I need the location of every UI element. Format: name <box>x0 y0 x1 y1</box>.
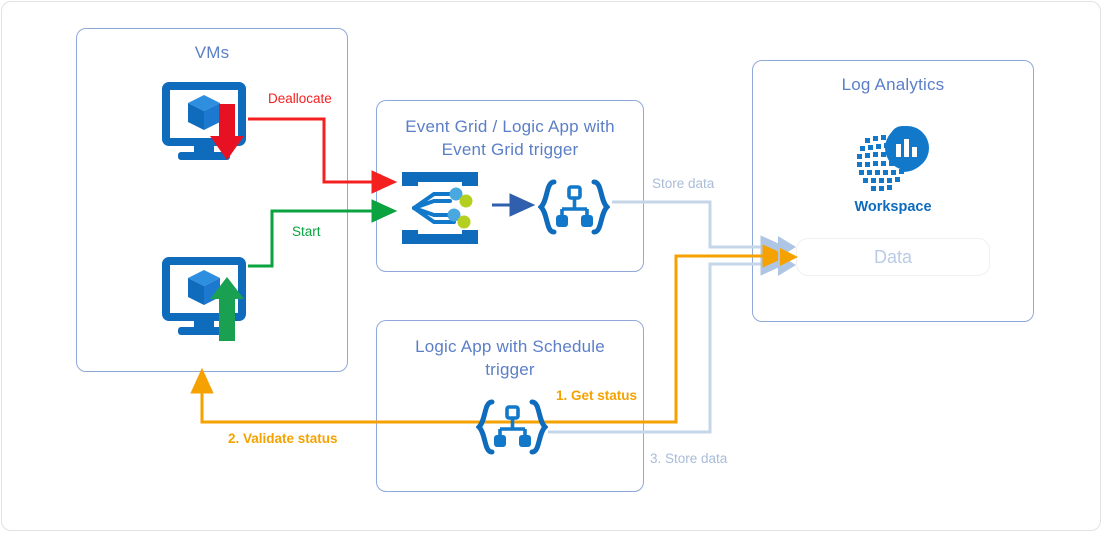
edge-start <box>248 199 398 268</box>
edge-label-get-status: 1. Get status <box>556 388 638 403</box>
edge-label-store-data-3: 3. Store data <box>650 451 728 466</box>
event-grid-icon-wrap[interactable] <box>398 168 482 248</box>
event-node-dot <box>459 194 473 208</box>
edge-label-store-data: Store data <box>652 176 715 191</box>
vm-deallocate-icon-wrap[interactable] <box>160 80 260 170</box>
workspace-icon-wrap[interactable] <box>851 122 935 202</box>
edge-store-data <box>612 200 787 259</box>
group-log-analytics-title: Log Analytics <box>841 75 945 94</box>
log-analytics-workspace-icon <box>857 126 929 191</box>
event-grid-icon <box>402 172 478 244</box>
event-node-dot <box>457 215 471 229</box>
vm-start-icon-wrap[interactable] <box>160 255 260 345</box>
edge-label-deallocate: Deallocate <box>268 91 332 106</box>
up-arrow-glyph <box>210 277 244 341</box>
group-vms-title: VMs <box>194 43 230 62</box>
event-node-dot <box>449 187 463 201</box>
logic-app-icon <box>475 399 549 455</box>
group-schedule: Logic App with Schedule trigger <box>376 320 644 492</box>
down-arrow-glyph <box>210 104 244 160</box>
group-schedule-title-line2: trigger <box>485 360 535 379</box>
virtual-machine-start-icon <box>162 257 246 341</box>
group-schedule-title-line1: Logic App with Schedule <box>415 337 605 356</box>
bar-chart-glyph <box>896 139 917 157</box>
edge-get-status <box>548 244 789 424</box>
cube-glyph <box>188 95 220 130</box>
group-event-grid-title-line1: Event Grid / Logic App with <box>405 117 615 136</box>
data-pill-label: Data <box>873 246 913 267</box>
event-node-dot <box>447 208 461 222</box>
data-pill[interactable]: Data <box>796 238 990 276</box>
logic-app-schedule-icon-wrap[interactable] <box>475 398 549 456</box>
logic-app-eventgrid-icon-wrap[interactable] <box>537 178 611 236</box>
edge-store-data-3 <box>548 252 787 434</box>
edge-deallocate <box>248 117 398 194</box>
workspace-label: Workspace <box>854 199 932 215</box>
edge-label-validate-status: 2. Validate status <box>228 431 338 446</box>
edge-validate-status <box>190 367 548 424</box>
virtual-machine-deallocate-icon <box>162 82 246 160</box>
group-log-analytics: Log Analytics <box>752 60 1034 322</box>
edge-label-start: Start <box>292 224 321 239</box>
logic-app-icon <box>537 179 611 235</box>
group-event-grid-title-line2: Event Grid trigger <box>441 140 579 159</box>
